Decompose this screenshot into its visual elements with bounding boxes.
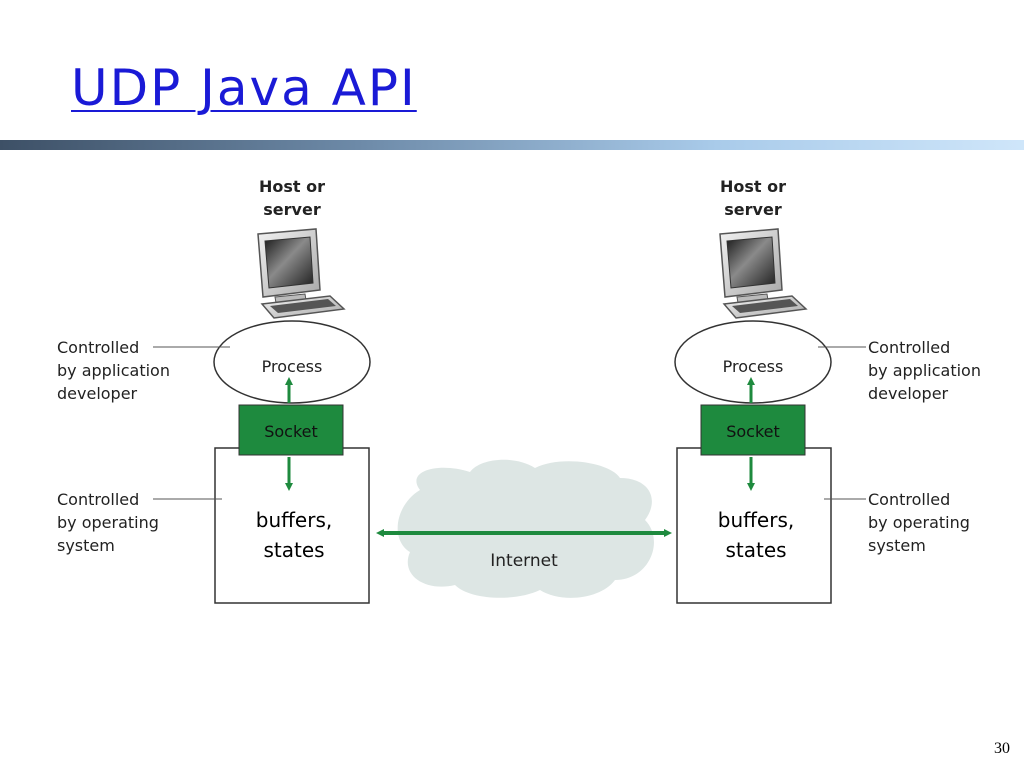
title-divider: [0, 140, 1024, 150]
left-host-label-line2: server: [263, 200, 321, 219]
right-socket-label: Socket: [726, 422, 780, 441]
left-app-note-line2: by application: [57, 361, 170, 380]
internet-label: Internet: [490, 551, 558, 571]
left-os-note-line3: system: [57, 536, 115, 555]
left-buffers-text-line1: buffers,: [256, 508, 332, 532]
computer-icon: [719, 228, 808, 319]
right-os-note-line2: by operating: [868, 513, 970, 532]
right-host: Host or server Process Socket buffers, s…: [674, 177, 986, 604]
right-app-note-line3: developer: [868, 384, 949, 403]
right-os-note: Controlled by operating system: [868, 490, 975, 555]
slide-title: UDP Java API: [71, 59, 417, 117]
internet-cloud: Internet: [397, 459, 654, 598]
left-process-ellipse: [213, 320, 371, 404]
page-number: 30: [994, 740, 1010, 757]
right-process-ellipse: [674, 320, 832, 404]
left-process-label: Process: [262, 357, 323, 376]
computer-icon: [257, 228, 346, 319]
left-buffers-text-line2: states: [263, 538, 324, 562]
right-os-note-line1: Controlled: [868, 490, 950, 509]
left-app-note-line3: developer: [57, 384, 138, 403]
right-os-note-line3: system: [868, 536, 926, 555]
right-buffers-text-line1: buffers,: [718, 508, 794, 532]
left-app-note: Controlled by application developer: [57, 338, 175, 403]
right-app-note-line1: Controlled: [868, 338, 950, 357]
left-host-label-line1: Host or: [259, 177, 325, 196]
right-app-note-line2: by application: [868, 361, 981, 380]
left-socket-label: Socket: [264, 422, 318, 441]
left-os-note-line2: by operating: [57, 513, 159, 532]
right-app-note: Controlled by application developer: [868, 338, 986, 403]
right-host-label-line1: Host or: [720, 177, 786, 196]
right-host-label-line2: server: [724, 200, 782, 219]
cloud-icon: [397, 459, 654, 598]
right-os-box: [676, 447, 832, 604]
left-os-note-line1: Controlled: [57, 490, 139, 509]
right-process-label: Process: [723, 357, 784, 376]
left-socket: [238, 404, 344, 456]
left-host: Host or server Process Socket buffers, s…: [57, 177, 371, 604]
left-app-note-line1: Controlled: [57, 338, 139, 357]
right-buffers-text-line2: states: [725, 538, 786, 562]
right-socket: [700, 404, 806, 456]
left-os-note: Controlled by operating system: [57, 490, 164, 555]
